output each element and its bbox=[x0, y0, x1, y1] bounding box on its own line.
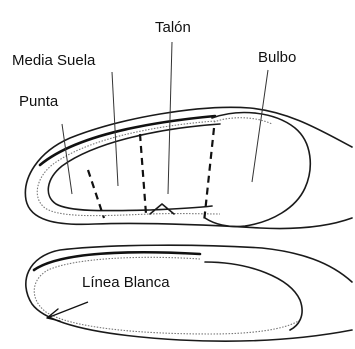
talon-leader bbox=[168, 42, 172, 194]
lower-hoof-outer-wall bbox=[26, 245, 352, 341]
label-linea-blanca: Línea Blanca bbox=[82, 274, 170, 291]
upper-hoof-bulb bbox=[205, 113, 310, 227]
label-punta: Punta bbox=[19, 93, 59, 110]
upper-hoof bbox=[25, 107, 352, 228]
upper-hoof-bulb-edge bbox=[214, 118, 272, 124]
divider-media-talon bbox=[140, 134, 146, 214]
label-talon: Talón bbox=[155, 19, 191, 36]
punta-leader bbox=[62, 124, 72, 194]
lower-hoof bbox=[26, 245, 352, 341]
bulbo-leader bbox=[252, 70, 268, 182]
divider-talon-bulbo bbox=[204, 128, 214, 222]
lower-hoof-inner-sole bbox=[205, 262, 302, 330]
lower-hoof-white-line bbox=[34, 257, 300, 334]
linea-blanca-arrow-shaft bbox=[47, 302, 88, 318]
upper-hoof-white-line bbox=[37, 121, 220, 216]
label-bulbo: Bulbo bbox=[258, 49, 296, 66]
lower-hoof-wall-band bbox=[34, 252, 200, 270]
media-suela-leader bbox=[112, 72, 118, 186]
upper-hoof-outer-wall bbox=[25, 107, 352, 228]
label-media-suela: Media Suela bbox=[12, 52, 96, 69]
